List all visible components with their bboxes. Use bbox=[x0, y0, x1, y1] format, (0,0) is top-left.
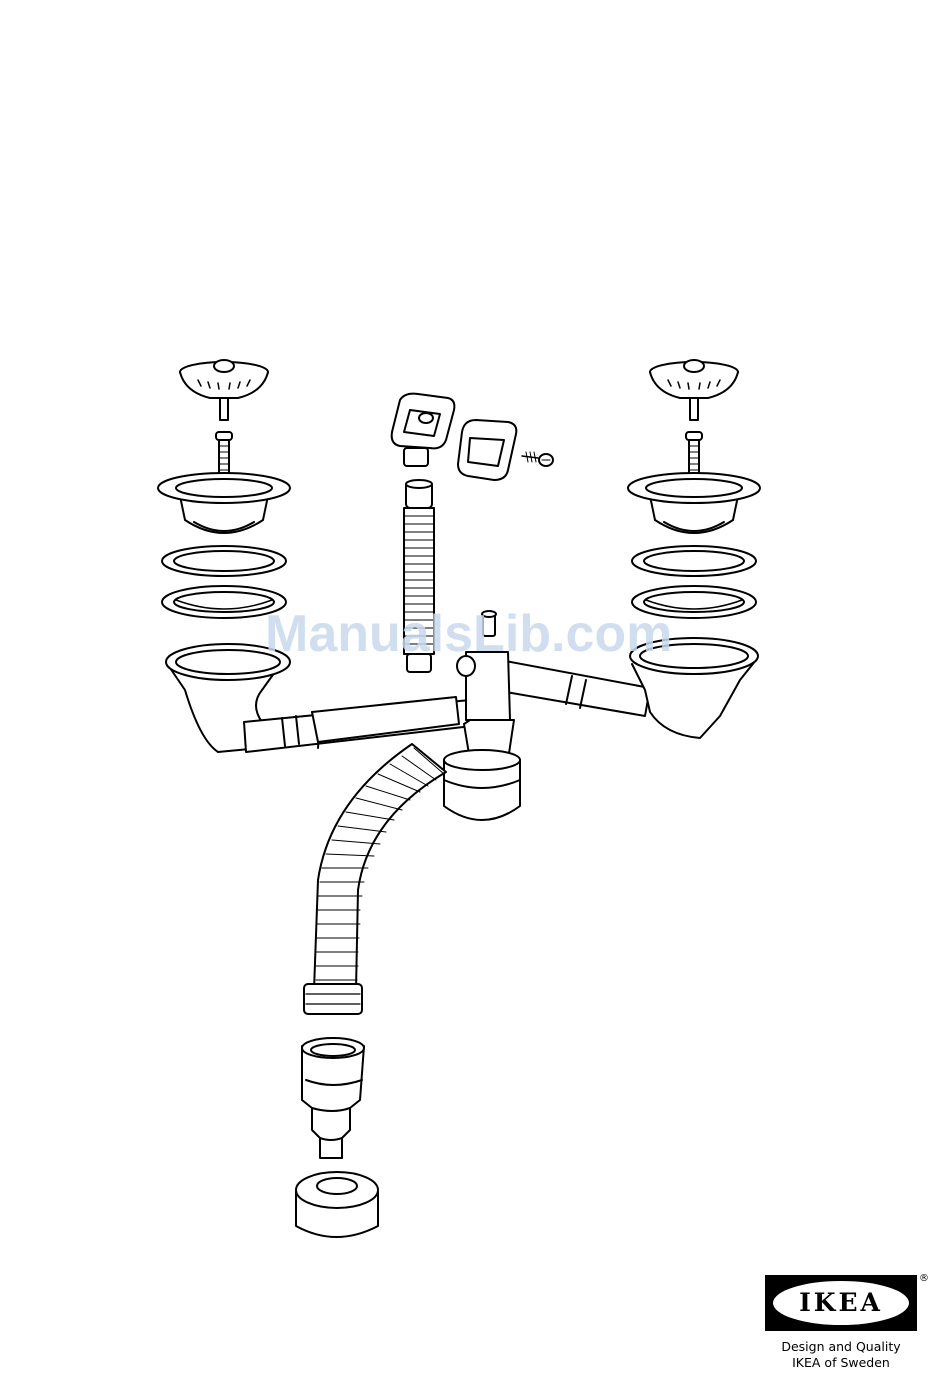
ikea-logo: IKEA bbox=[765, 1275, 917, 1331]
overflow-gasket-icon bbox=[458, 420, 516, 480]
logo-text: IKEA bbox=[765, 1288, 917, 1317]
watermark-text: ManualsLib.com bbox=[265, 604, 705, 664]
left-strainer-basket-icon bbox=[180, 360, 268, 420]
right-strainer-basket-icon bbox=[650, 360, 738, 420]
overflow-cover-icon bbox=[392, 394, 455, 466]
left-branch-pipe-icon bbox=[244, 697, 472, 752]
corrugated-hose-icon bbox=[304, 744, 446, 1014]
brand-block: IKEA Design and Quality IKEA of Sweden bbox=[765, 1275, 917, 1371]
right-drain-outlet-icon bbox=[628, 473, 760, 533]
hose-adapter-icon bbox=[302, 1038, 364, 1158]
tagline-line-2: IKEA of Sweden bbox=[765, 1355, 917, 1371]
right-branch-pipe-icon bbox=[494, 660, 650, 716]
screw-icon bbox=[522, 452, 553, 466]
registered-mark: ® bbox=[919, 1273, 929, 1284]
left-gasket-top-icon bbox=[162, 546, 286, 576]
rubber-collar-icon bbox=[296, 1172, 378, 1237]
left-drain-outlet-icon bbox=[158, 473, 290, 533]
tagline-line-1: Design and Quality bbox=[765, 1339, 917, 1355]
right-gasket-top-icon bbox=[632, 546, 756, 576]
